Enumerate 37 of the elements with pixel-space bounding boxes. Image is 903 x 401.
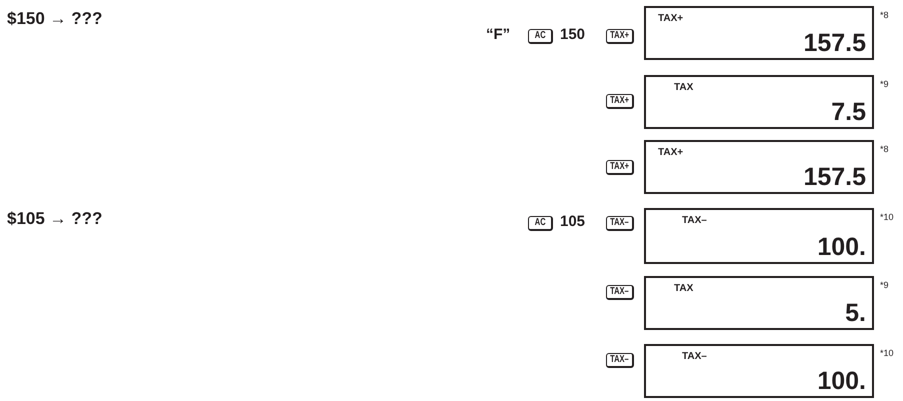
mode-setting: “F” — [486, 26, 510, 43]
footnote-mark: *9 — [880, 280, 889, 290]
display-indicator: TAX+ — [658, 13, 684, 24]
calculator-display — [644, 75, 874, 129]
display-indicator: TAX– — [682, 351, 707, 362]
display-indicator: TAX– — [682, 215, 707, 226]
display-value: 100. — [817, 234, 866, 261]
display-value: 5. — [845, 300, 866, 327]
key-cap: TAX– — [606, 353, 634, 368]
calculator-display — [644, 140, 874, 194]
footnote-mark: *10 — [880, 348, 894, 358]
step-heading: $105 → ??? — [7, 209, 102, 229]
key-cap: TAX+ — [606, 94, 634, 109]
calculator-display — [644, 276, 874, 330]
footnote-mark: *10 — [880, 212, 894, 222]
key-cap: TAX+ — [606, 29, 634, 44]
calculator-display — [644, 344, 874, 398]
display-value: 157.5 — [803, 30, 866, 57]
display-value: 157.5 — [803, 164, 866, 191]
display-value: 100. — [817, 368, 866, 395]
step-heading: $150 → ??? — [7, 9, 102, 29]
entered-number: 150 — [560, 26, 586, 43]
display-indicator: TAX — [674, 283, 694, 294]
key-cap: TAX– — [606, 216, 634, 231]
key-cap: AC — [528, 216, 553, 231]
display-value: 7.5 — [831, 98, 866, 126]
display-indicator: TAX — [674, 82, 694, 93]
key-cap: AC — [528, 29, 553, 44]
display-indicator: TAX+ — [658, 147, 684, 158]
footnote-mark: *8 — [880, 144, 889, 154]
calculator-display — [644, 208, 874, 264]
key-cap: TAX– — [606, 285, 634, 300]
footnote-mark: *9 — [880, 79, 889, 89]
entered-number: 105 — [560, 213, 586, 230]
calculator-display — [644, 6, 874, 60]
footnote-mark: *8 — [880, 10, 889, 20]
key-cap: TAX+ — [606, 160, 634, 175]
